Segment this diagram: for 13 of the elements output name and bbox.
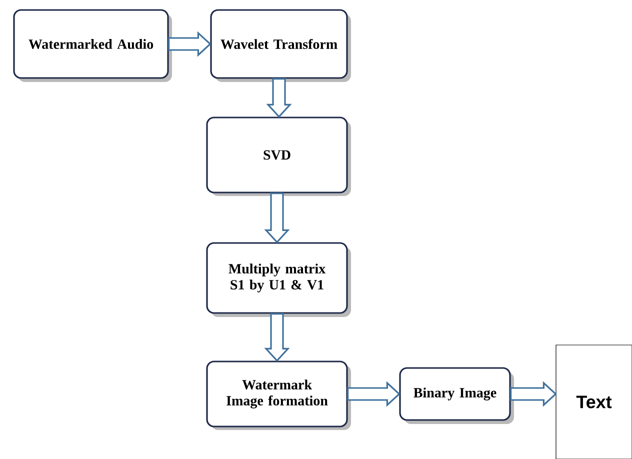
process-box: Multiply matrix S1 by U1 & V1	[206, 242, 351, 317]
process-box: SVD	[206, 116, 351, 196]
block-arrow	[510, 381, 557, 407]
process-box: Watermark Image formation	[206, 360, 351, 430]
block-arrow	[264, 313, 290, 362]
block-arrow	[266, 78, 292, 118]
block-arrow	[264, 192, 290, 244]
block-arrow	[168, 31, 212, 57]
process-box: Watermarked Audio	[13, 9, 172, 82]
block-arrow	[347, 381, 400, 407]
text-page: Text	[556, 344, 632, 459]
process-box: Wavelet Transform	[210, 9, 351, 82]
process-box: Binary Image	[399, 367, 514, 424]
